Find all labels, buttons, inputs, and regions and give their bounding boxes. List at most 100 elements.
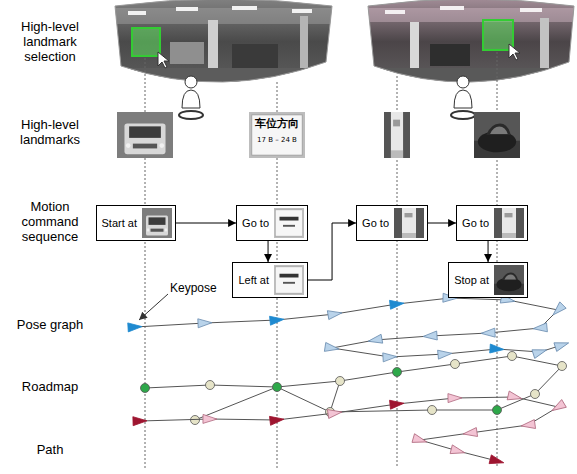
pose-graph-pose: [532, 346, 548, 359]
roadmap-edge: [340, 372, 397, 381]
thumb-bg: [494, 208, 524, 238]
command-text: Start at: [102, 217, 137, 229]
car-roof: [486, 124, 511, 136]
command-box: Left at: [232, 262, 308, 298]
path-keypose: [133, 416, 147, 425]
car-windshield: [129, 126, 161, 138]
pose-graph-pose: [198, 318, 212, 328]
command-thumbnail: [142, 208, 172, 238]
roadmap-keynode: [273, 383, 282, 392]
pillar-sign: [505, 213, 513, 217]
sign-text: 车位方向: [249, 118, 305, 131]
command-arrow: [308, 223, 356, 280]
command-thumbnail: [274, 208, 304, 238]
car-light: [126, 143, 131, 148]
thumb-bg: [117, 112, 173, 158]
panorama-right: [360, 0, 577, 108]
pillar: [502, 208, 516, 238]
row-label: High-level landmarks: [6, 118, 94, 148]
pose-graph-pose: [481, 328, 495, 338]
path-pose: [448, 393, 462, 402]
row-label: Roadmap: [6, 380, 94, 395]
path-keypose: [489, 455, 505, 467]
sign-board: [276, 267, 303, 293]
path-pose: [412, 434, 428, 447]
callout-label: Keypose: [170, 282, 240, 296]
car-light: [165, 228, 168, 231]
sign-text-mark: [283, 225, 295, 227]
thumb-bg: [494, 265, 524, 295]
pose-graph-pose: [550, 302, 566, 318]
command-box: Start at: [96, 205, 176, 241]
pose-graph-pose: [533, 323, 548, 333]
sign-text-mark: [280, 274, 299, 278]
row-label: Pose graph: [6, 318, 94, 333]
pose-graph-keypose: [128, 322, 142, 332]
command-box: Go to: [356, 205, 428, 241]
thumb-bg: [394, 208, 424, 238]
roadmap-edge: [210, 385, 277, 387]
roadmap-node: [451, 360, 460, 369]
command-box: Go to: [236, 205, 308, 241]
roadmap-node: [336, 377, 345, 386]
command-box: Stop at: [448, 262, 528, 298]
pose-graph-keypose: [270, 315, 285, 325]
pillar: [402, 208, 416, 238]
pose-graph-pose: [423, 331, 438, 341]
keypose-leader: [139, 294, 168, 320]
command-box: Go to: [456, 205, 528, 241]
thumb-bg: [142, 208, 172, 238]
row-label: Path: [6, 443, 94, 458]
car-light: [159, 143, 164, 148]
command-text: Go to: [362, 217, 389, 229]
landmark-thumbnails: [117, 112, 520, 158]
roadmap-keynode: [393, 368, 402, 377]
roadmap-edge: [145, 385, 210, 388]
sign-text: 17 B – 24 B: [249, 136, 305, 144]
command-thumbnail: [494, 208, 524, 238]
command-thumbnail: [494, 265, 524, 295]
pose-graph-keypose: [390, 299, 405, 310]
panorama-right-outline: [368, 0, 574, 82]
sign-board: [276, 210, 303, 236]
landmark-thumbnail: [384, 112, 410, 158]
person-left: [179, 76, 203, 119]
roadmap-edge: [277, 387, 330, 412]
graphs: [128, 293, 570, 467]
row-label: Motion command sequence: [6, 200, 94, 245]
thumb-bg: [474, 112, 520, 158]
pillar-sign: [393, 120, 400, 127]
command-arrow: [268, 241, 269, 262]
thumb-bg: [274, 208, 304, 238]
pose-graph-pose: [554, 339, 570, 352]
pose-graph-pose: [438, 349, 453, 359]
path-pose: [507, 391, 523, 403]
roadmap-node: [508, 352, 517, 361]
roadmap-edge: [455, 356, 512, 364]
command-text: Stop at: [454, 274, 489, 286]
pillar-base: [502, 233, 516, 238]
car-body: [146, 216, 168, 236]
pose-graph-pose: [327, 308, 342, 319]
pose-graph-line: [135, 298, 562, 357]
thumb-bg: [249, 112, 305, 158]
sign-text-mark: [280, 217, 299, 221]
command-thumbnail: [274, 265, 304, 295]
pillar-sign: [405, 213, 413, 217]
car-window: [505, 274, 517, 279]
command-text: Go to: [462, 217, 489, 229]
car-roof: [502, 273, 518, 281]
command-text: Go to: [242, 217, 269, 229]
landmark-thumbnail: [249, 112, 305, 158]
roadmap-edge: [432, 410, 497, 411]
command-text: Left at: [238, 274, 269, 286]
command-thumbnail: [394, 208, 424, 238]
path-pose: [203, 414, 217, 423]
roadmap-edge: [277, 381, 340, 387]
person-right: [451, 76, 475, 119]
thumb-bg: [384, 112, 410, 158]
path-pose: [327, 408, 342, 419]
car-window: [490, 126, 508, 134]
path-keypose: [270, 415, 285, 426]
cursor-left: [158, 52, 169, 68]
